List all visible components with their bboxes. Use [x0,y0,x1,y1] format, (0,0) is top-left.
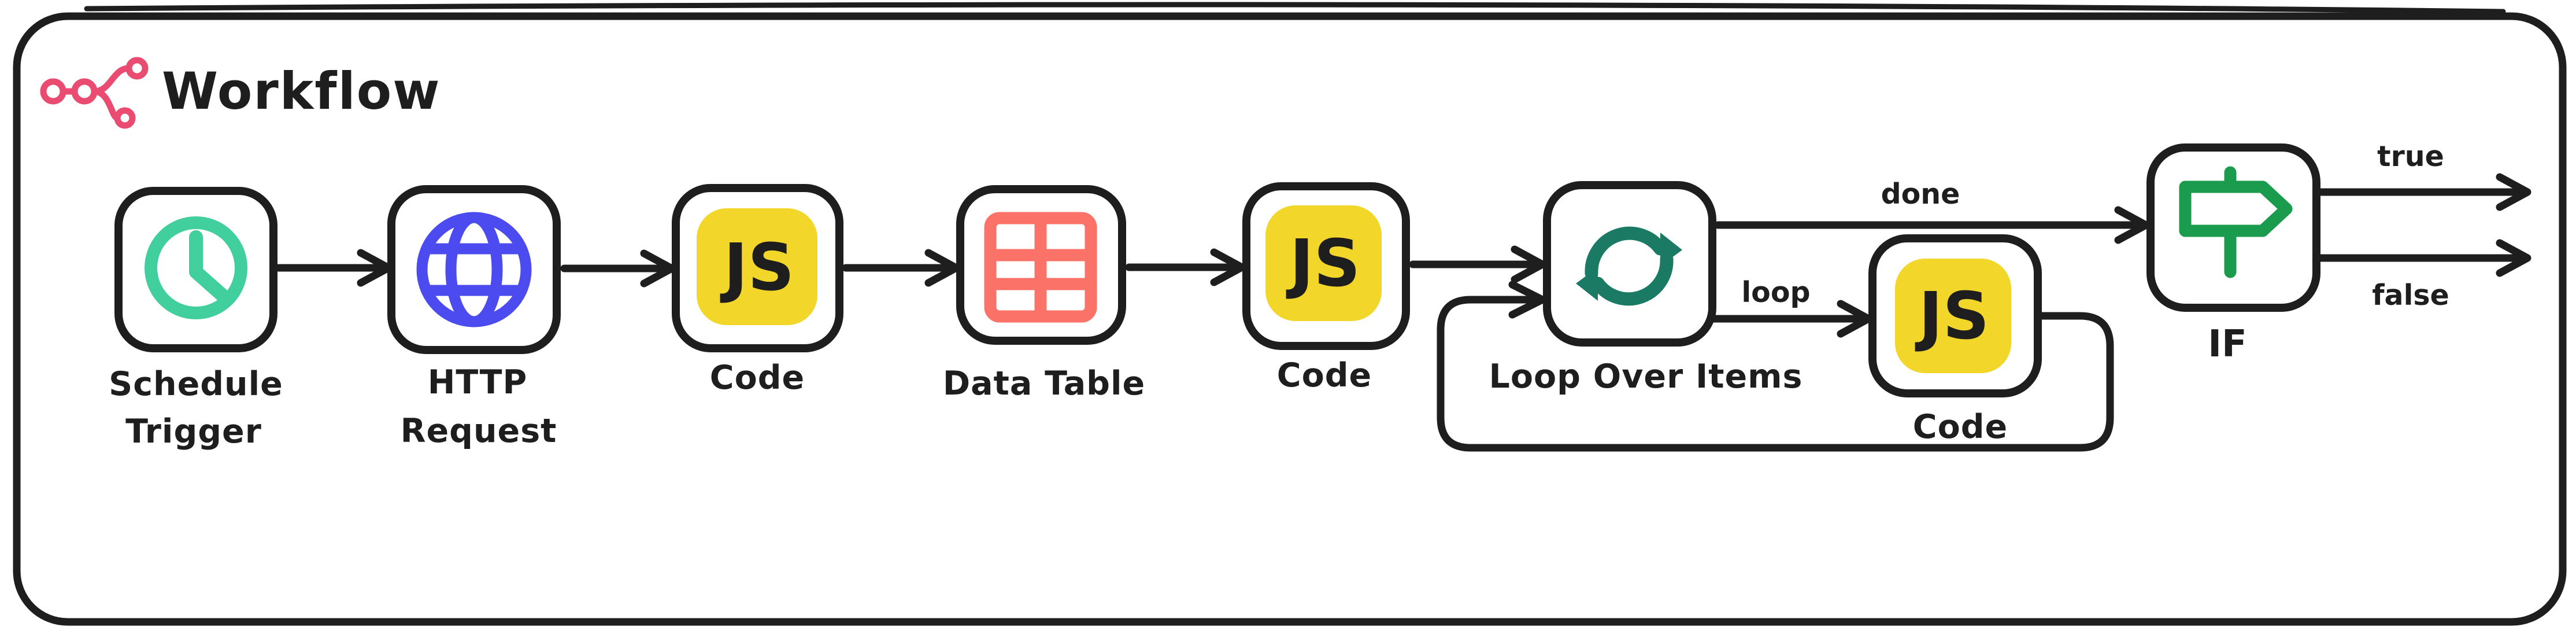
arrowhead-icon [1210,248,1246,286]
edge-label-false: false [2372,279,2449,312]
globe-icon [416,212,532,327]
node-code-2[interactable]: JS Code [1242,182,1410,395]
arrowhead-icon [2496,239,2531,277]
page-title: Workflow [162,61,441,121]
js-badge-label: JS [1286,226,1360,301]
node-label: Code [710,359,805,397]
edge-true: true [2315,140,2531,211]
js-icon: JS [1265,205,1382,321]
clock-icon [145,216,247,319]
js-badge-label: JS [1915,279,1989,354]
node-if[interactable]: IF [2146,143,2320,366]
edge-label-true: true [2377,140,2444,173]
workflow-logo: Workflow [40,57,441,129]
js-badge-label: JS [720,230,794,305]
node-label: Request [401,412,557,450]
edge-done: done [1714,178,2150,244]
arrowhead-icon [2496,173,2531,211]
node-schedule-trigger[interactable]: Schedule Trigger [109,187,283,451]
sync-icon [1576,226,1682,306]
table-icon [984,212,1097,323]
node-label: Data Table [943,364,1145,403]
js-icon: JS [1895,259,2011,373]
node-label: HTTP [428,363,528,401]
node-data-table[interactable]: Data Table [943,185,1145,403]
edge-label-loop: loop [1741,276,1810,309]
arrowhead-icon [1576,267,1598,301]
edge-loop: loop [1709,276,1872,338]
edge-datatable-to-code2 [1125,248,1246,286]
arrowhead-icon [2114,206,2150,244]
edge-false: false [2315,239,2531,312]
node-code-1[interactable]: JS Code [672,184,843,397]
node-label: Code [1913,408,2008,446]
signpost-icon [2179,166,2293,278]
arrowhead-icon [1511,245,1546,283]
arrowhead-icon [1508,281,1546,319]
node-label: Loop Over Items [1489,358,1803,396]
node-label: Code [1277,356,1372,395]
node-label: IF [2208,323,2247,366]
edge-loopback [1437,281,2114,452]
node-http-request[interactable]: HTTP Request [387,185,561,450]
n8n-logo-icon [40,57,149,129]
node-label: Schedule [109,365,283,403]
edge-label-done: done [1881,178,1960,211]
edge-code2-to-loop [1409,245,1546,283]
node-code-3[interactable]: JS Code [1868,234,2042,446]
node-loop-over-items[interactable]: Loop Over Items [1489,181,1803,396]
js-icon: JS [697,208,817,325]
node-label: Trigger [125,412,262,451]
